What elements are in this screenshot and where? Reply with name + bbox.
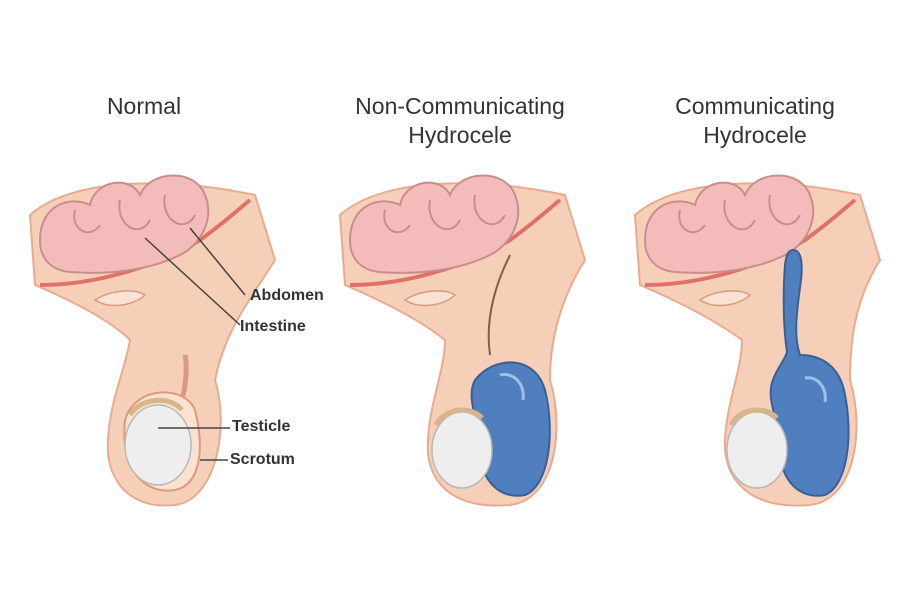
intestine-label: Intestine <box>240 318 306 335</box>
inguinal-ring <box>93 290 147 307</box>
testicle <box>431 411 493 489</box>
panel-title: Communicating Hydrocele <box>605 92 905 150</box>
epididymis <box>127 397 184 417</box>
epididymis <box>433 407 484 427</box>
normal-anatomy-illustration <box>28 174 277 507</box>
closed-processus <box>487 254 511 356</box>
panel-normal: Normal Abdomen Intestine Testicle Scrotu… <box>0 0 324 602</box>
fluid-highlight <box>499 373 525 401</box>
title-line: Normal <box>106 93 182 119</box>
communicating-anatomy-illustration <box>633 174 882 507</box>
hydrocele-fluid <box>769 248 850 497</box>
title-line: Communicating <box>675 93 835 119</box>
intestine <box>643 174 815 274</box>
abdomen-label: Abdomen <box>250 287 324 304</box>
panel-title: Normal <box>0 92 294 121</box>
panel-non-communicating: Non-Communicating Hydrocele <box>310 0 610 602</box>
non-communicating-anatomy-illustration <box>338 174 587 507</box>
inguinal-ring <box>698 290 752 307</box>
title-line: Hydrocele <box>408 122 512 148</box>
title-line: Hydrocele <box>703 122 807 148</box>
scrotum-label: Scrotum <box>230 451 295 468</box>
intestine <box>348 174 520 274</box>
panel-title: Non-Communicating Hydrocele <box>310 92 610 150</box>
title-line: Non-Communicating <box>355 93 565 119</box>
testicle-label: Testicle <box>232 418 291 435</box>
epididymis <box>728 407 779 427</box>
testicle <box>726 411 788 489</box>
intestine-leader <box>144 237 241 326</box>
inguinal-ring <box>403 290 457 307</box>
abdomen-leader <box>189 227 246 296</box>
fluid-highlight <box>804 376 827 403</box>
intestine <box>38 174 210 274</box>
testicle <box>124 404 192 486</box>
panel-communicating: Communicating Hydrocele <box>605 0 905 602</box>
